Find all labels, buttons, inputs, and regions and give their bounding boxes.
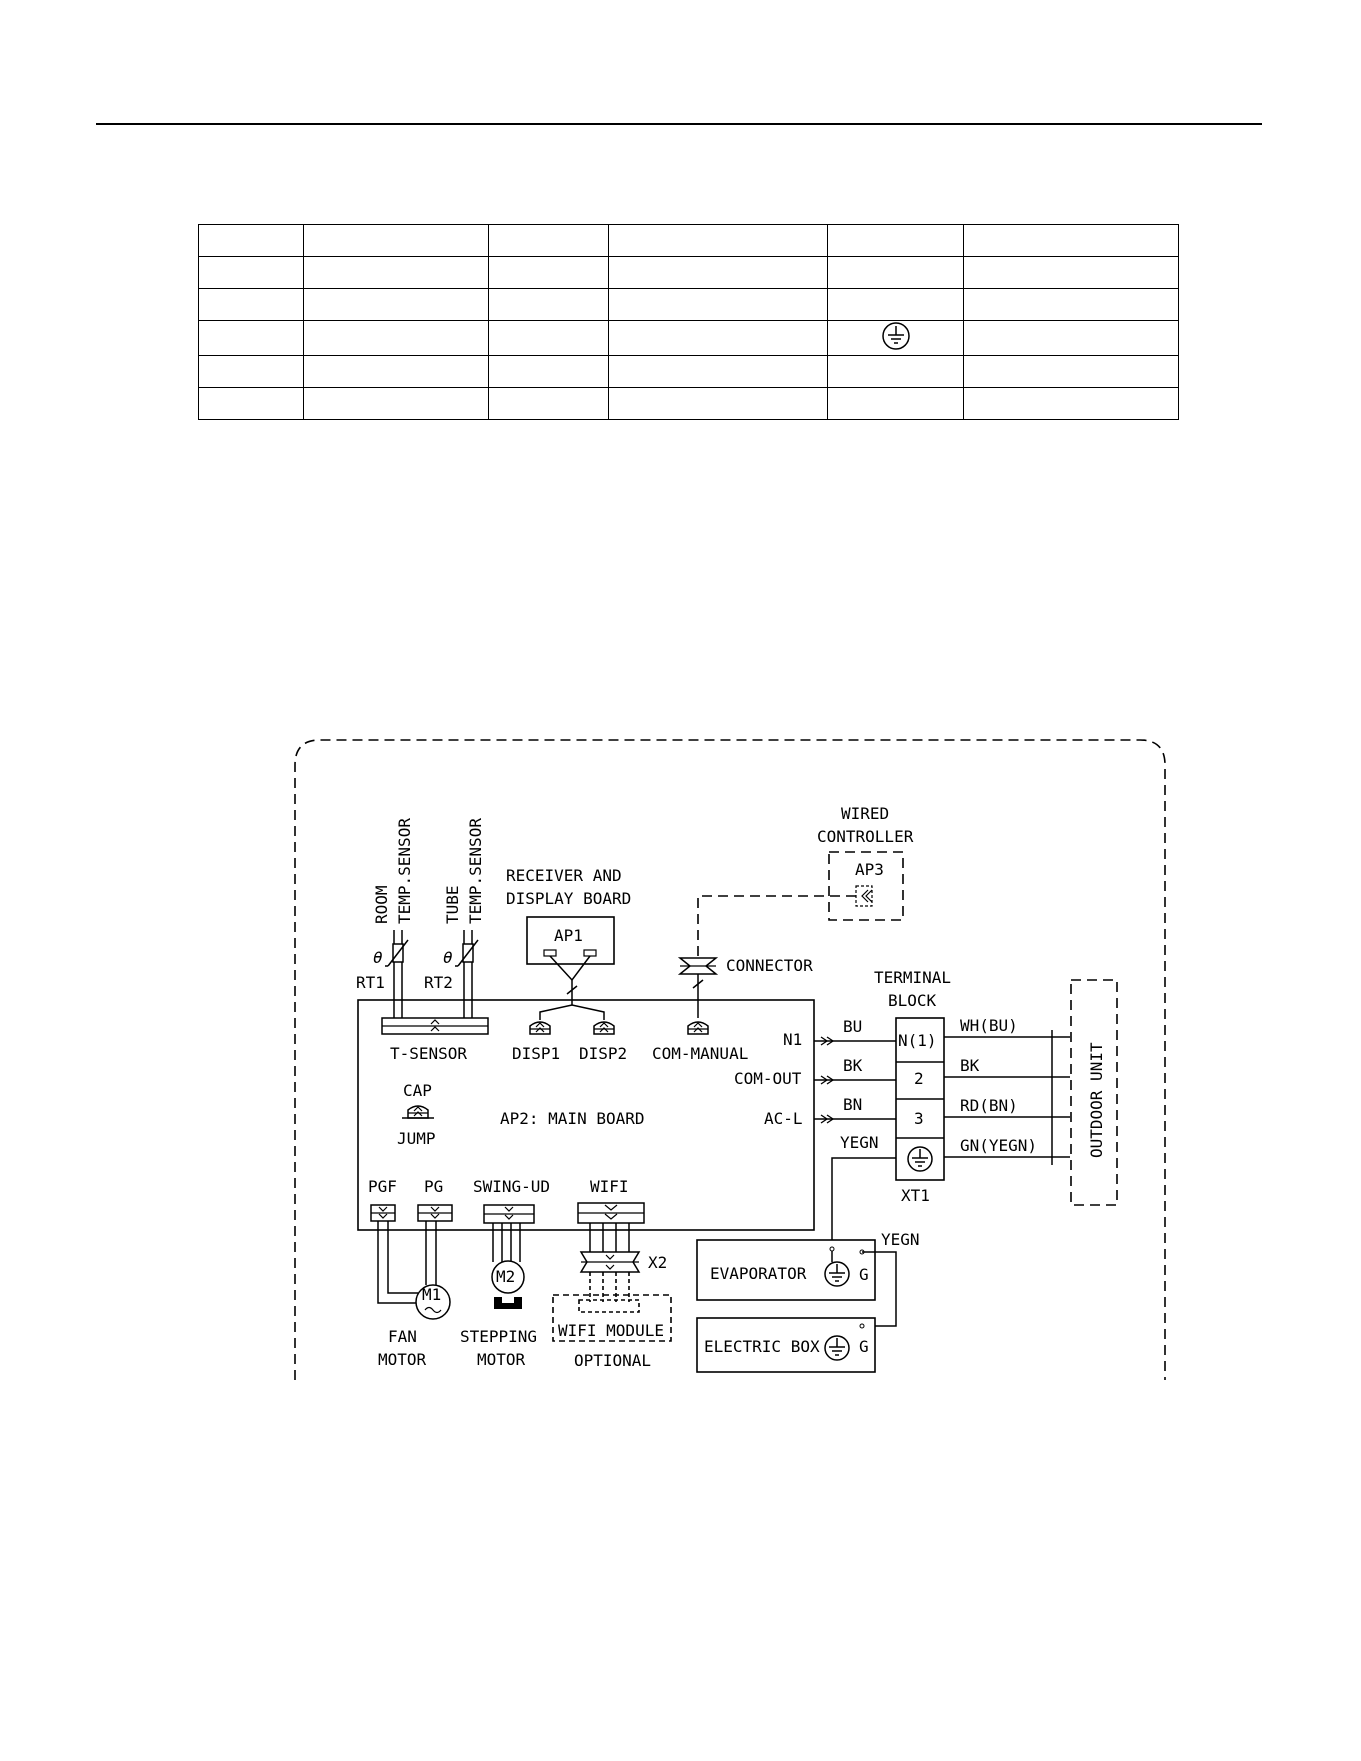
stepping-motor-label-2: MOTOR (477, 1350, 526, 1369)
tube-sensor-label: TUBE (443, 885, 462, 924)
ap1-label: AP1 (554, 926, 583, 945)
wired-controller-cable (697, 895, 856, 958)
wifi-port (577, 1202, 645, 1224)
jump-label: JUMP (397, 1129, 436, 1148)
disp1-label: DISP1 (512, 1044, 560, 1063)
terminal-n1: N(1) (898, 1031, 937, 1050)
receiver-board (526, 916, 615, 965)
electric-box-g: G (859, 1337, 869, 1356)
svg-text:θ: θ (443, 948, 453, 967)
fan-motor-icon (415, 1284, 451, 1320)
rt2-label: RT2 (424, 973, 453, 992)
wire-yegn (831, 1157, 896, 1248)
connector-label: CONNECTOR (726, 956, 813, 975)
wired-controller-box (828, 851, 904, 921)
fan-motor-label-2: MOTOR (378, 1350, 427, 1369)
xt1-label: XT1 (901, 1186, 930, 1205)
thermistor-rt2-icon: θ (443, 930, 479, 1022)
swing-ud-port (483, 1204, 535, 1224)
disp1-port (529, 1021, 551, 1035)
x2-connector (579, 1251, 641, 1273)
symbol-legend-table (198, 224, 1179, 420)
svg-text:θ: θ (373, 948, 383, 967)
pg-label: PG (424, 1177, 443, 1196)
pgf-label: PGF (368, 1177, 397, 1196)
rd-bn-label: RD(BN) (960, 1096, 1018, 1115)
cap-jump-connector (407, 1105, 429, 1119)
t-sensor-label: T-SENSOR (390, 1044, 467, 1063)
connector-icon (677, 957, 719, 975)
x2-label: X2 (648, 1253, 667, 1272)
rt1-label: RT1 (356, 973, 385, 992)
terminal-label-2: BLOCK (888, 991, 937, 1010)
wired-controller-label-2: CONTROLLER (817, 827, 914, 846)
electric-box (696, 1317, 876, 1373)
disp2-label: DISP2 (579, 1044, 627, 1063)
cap-label: CAP (403, 1081, 432, 1100)
terminal-label: TERMINAL (874, 968, 951, 987)
terminal-2: 2 (914, 1069, 924, 1088)
evaporator-label: EVAPORATOR (710, 1264, 807, 1283)
bk-out-label: BK (960, 1056, 980, 1075)
wifi-module-label: WIFI MODULE (558, 1321, 664, 1340)
m2-label: M2 (496, 1267, 515, 1286)
unit-boundary (294, 739, 1166, 1380)
receiver-label: RECEIVER AND (506, 866, 622, 885)
wire-evap-to-box (862, 1251, 897, 1327)
fan-motor-label: FAN (388, 1327, 417, 1346)
outdoor-unit-label: OUTDOOR UNIT (1087, 1042, 1106, 1158)
t-sensor-connector (381, 1017, 489, 1035)
main-board-label: AP2: MAIN BOARD (500, 1109, 645, 1128)
swing-ud-label: SWING-UD (473, 1177, 550, 1196)
wifi-module-box (552, 1294, 672, 1342)
room-sensor-label: ROOM (372, 885, 391, 924)
pgf-port (370, 1204, 396, 1222)
com-manual-label: COM-MANUAL (652, 1044, 748, 1063)
pg-port (417, 1204, 453, 1222)
wired-controller-label: WIRED (841, 804, 889, 823)
table-row (198, 288, 1179, 321)
ground-icon (881, 322, 910, 350)
evaporator-box (696, 1239, 876, 1301)
bk-label: BK (843, 1056, 863, 1075)
wired-controller-port-icon (855, 885, 873, 907)
com-manual-port (687, 1021, 709, 1035)
stepping-motor-icon (491, 1260, 525, 1294)
ac-l-label: AC-L (764, 1109, 803, 1128)
ap3-label: AP3 (855, 860, 884, 879)
m1-label: M1 (422, 1285, 441, 1304)
com-out-label: COM-OUT (734, 1069, 802, 1088)
tube-sensor-label-2: TEMP.SENSOR (466, 818, 485, 924)
evaporator-g: G (859, 1265, 869, 1284)
n1-label: N1 (783, 1030, 802, 1049)
wh-bu-label: WH(BU) (960, 1016, 1018, 1035)
bn-label: BN (843, 1095, 862, 1114)
gn-yegn-label: GN(YEGN) (960, 1136, 1037, 1155)
room-sensor-label-2: TEMP.SENSOR (395, 818, 414, 924)
wifi-label: WIFI (590, 1177, 629, 1196)
table-row (198, 387, 1179, 420)
yegn-2-label: YEGN (881, 1230, 920, 1249)
thermistor-rt1-icon: θ (373, 930, 409, 1022)
main-board (357, 999, 815, 1231)
yegn-label: YEGN (840, 1133, 879, 1152)
electric-box-label: ELECTRIC BOX (704, 1337, 820, 1356)
optional-label: OPTIONAL (574, 1351, 651, 1370)
bu-label: BU (843, 1017, 862, 1036)
stepping-motor-label: STEPPING (460, 1327, 537, 1346)
receiver-label-2: DISPLAY BOARD (506, 889, 631, 908)
header-rule (96, 123, 1262, 125)
terminal-3: 3 (914, 1109, 924, 1128)
disp2-port (593, 1021, 615, 1035)
table-row (198, 256, 1179, 289)
outdoor-unit-box (1070, 979, 1118, 1206)
